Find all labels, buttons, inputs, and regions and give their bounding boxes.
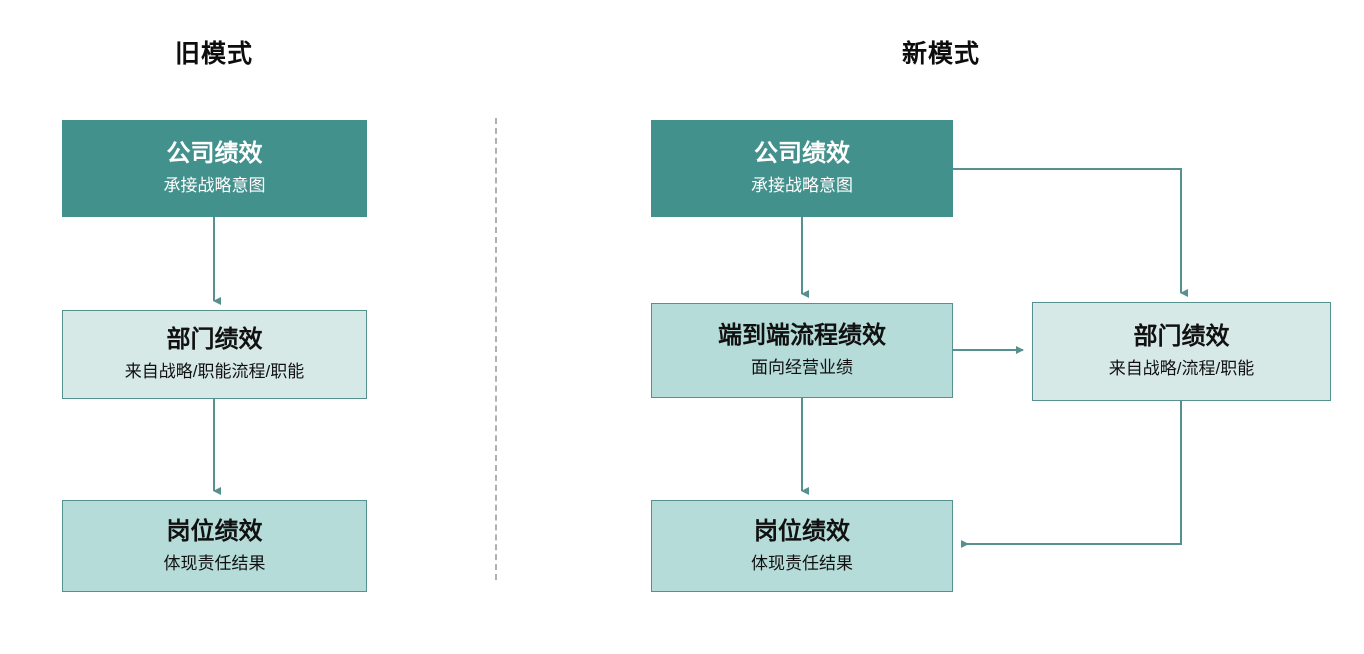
node-subtitle: 体现责任结果 [163,553,266,573]
node-new-position-performance[interactable]: 岗位绩效 体现责任结果 [651,500,953,592]
node-title: 部门绩效 [166,326,263,354]
edge-new-company-to-department [953,168,1188,297]
edge-new-department-to-position [961,401,1182,548]
node-new-end-to-end-process-performance[interactable]: 端到端流程绩效 面向经营业绩 [651,303,953,398]
node-subtitle: 承接战略意图 [163,176,266,196]
node-subtitle: 来自战略/流程/职能 [1108,359,1255,379]
panel-divider [495,118,497,580]
node-title: 公司绩效 [166,140,263,168]
node-new-company-performance[interactable]: 公司绩效 承接战略意图 [651,120,953,217]
node-title: 部门绩效 [1133,323,1230,351]
node-old-company-performance[interactable]: 公司绩效 承接战略意图 [62,120,367,217]
node-title: 岗位绩效 [754,517,850,545]
panel-title-old-model: 旧模式 [174,40,254,68]
node-subtitle: 面向经营业绩 [751,358,853,378]
node-title: 公司绩效 [754,140,850,168]
node-subtitle: 承接战略意图 [751,176,853,196]
node-subtitle: 体现责任结果 [751,553,853,573]
node-old-department-performance[interactable]: 部门绩效 来自战略/职能流程/职能 [62,310,367,399]
node-title: 岗位绩效 [166,517,263,545]
node-subtitle: 来自战略/职能流程/职能 [124,362,305,382]
panel-title-new-model: 新模式 [901,40,981,68]
node-new-department-performance[interactable]: 部门绩效 来自战略/流程/职能 [1032,302,1331,401]
node-title: 端到端流程绩效 [718,322,886,350]
node-old-position-performance[interactable]: 岗位绩效 体现责任结果 [62,500,367,592]
